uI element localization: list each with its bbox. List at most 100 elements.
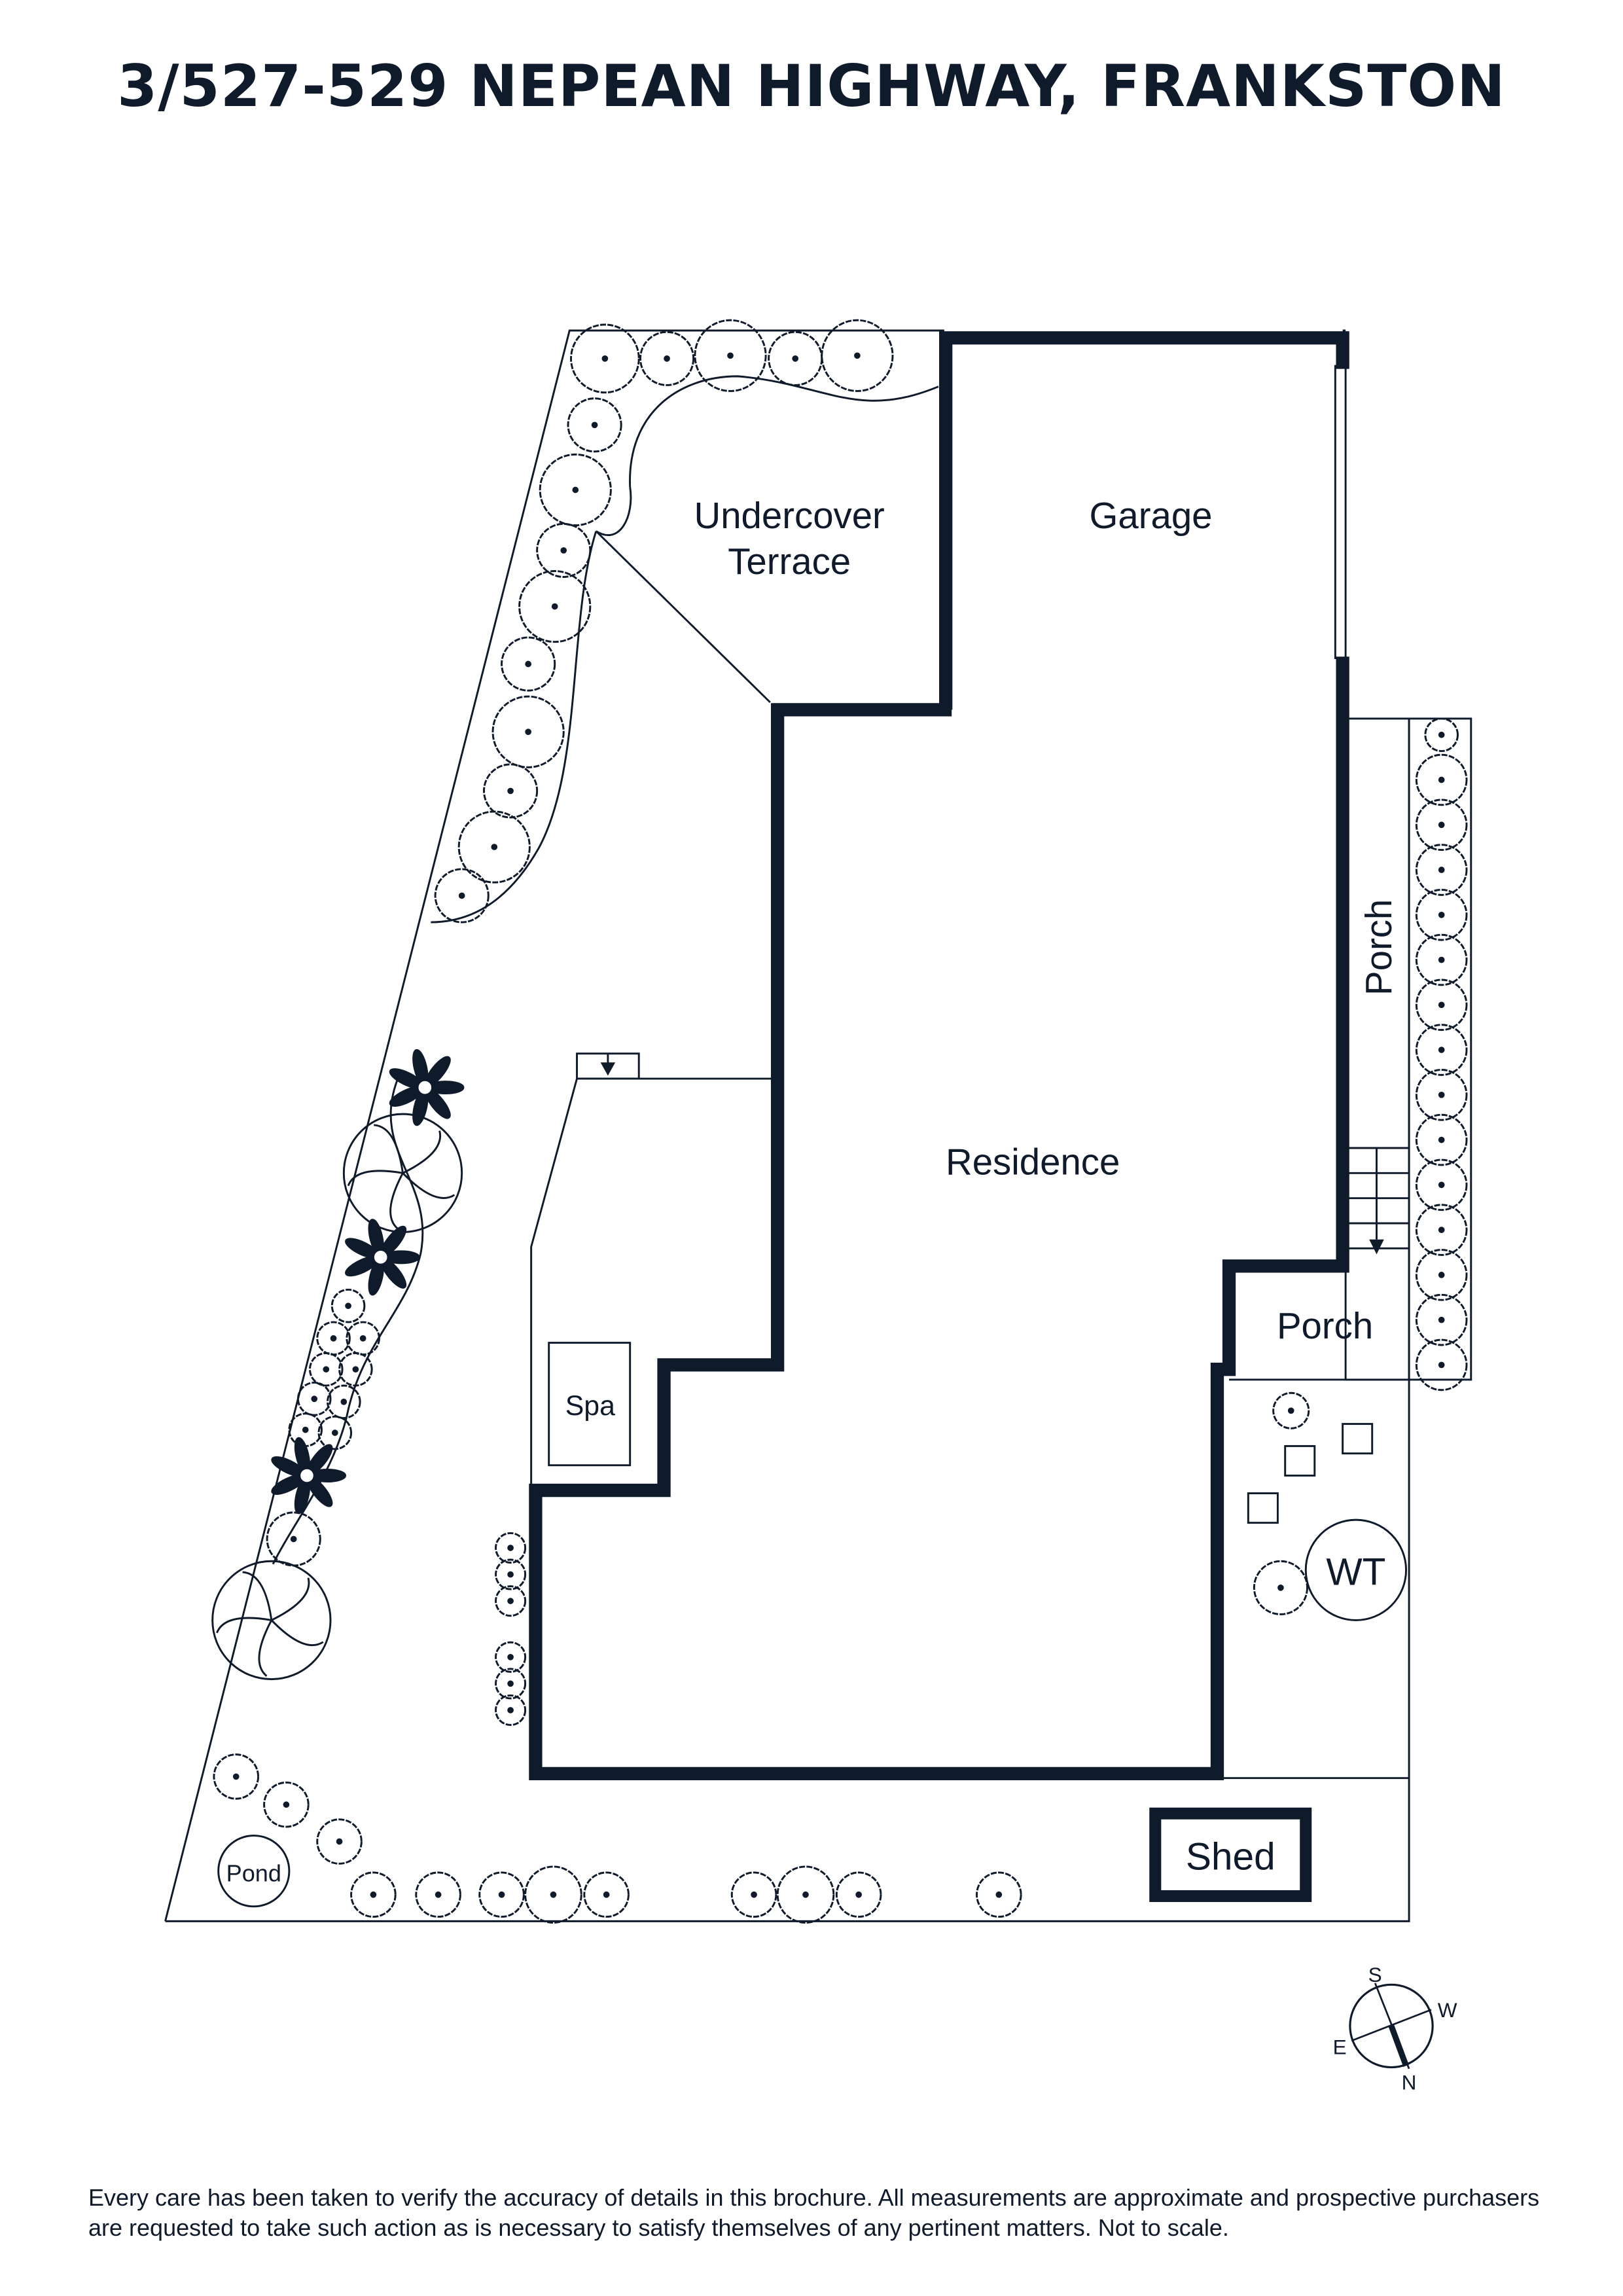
shrub-icon (1415, 798, 1468, 852)
shrub-icon (1415, 1113, 1468, 1166)
tree-branch (347, 1170, 403, 1187)
shrub-centre (727, 352, 734, 359)
lot-boundary (164, 329, 1410, 1922)
shrub-icon (483, 763, 539, 819)
shrub-centre (1438, 956, 1445, 963)
shrub-centre (525, 660, 531, 668)
tree-branch (242, 1571, 273, 1621)
shrub-centre (601, 355, 609, 362)
shrub-centre (1277, 1584, 1284, 1591)
shrub-centre (340, 1398, 348, 1405)
shrub-icon (457, 810, 531, 884)
shrub-centre (550, 1891, 557, 1898)
arrow-icon (600, 1062, 616, 1076)
shrub-centre (1438, 1047, 1445, 1053)
shrub-icon (1415, 1338, 1468, 1391)
shrub-centre (1438, 1001, 1445, 1009)
deck-outline (530, 1077, 778, 1491)
shrub-centre (792, 355, 799, 362)
garden-bed-left (431, 486, 632, 924)
shrub-centre (591, 422, 598, 429)
shrub-icon (1253, 1560, 1308, 1615)
room-label-terrace: Terrace (728, 541, 851, 582)
shrub-centre (336, 1838, 343, 1845)
shrub-centre (1438, 776, 1445, 783)
shrub-centre (1438, 1136, 1445, 1143)
tree-icon (211, 1560, 332, 1681)
shrub-centre (572, 486, 579, 493)
shrub-centre (1438, 1181, 1445, 1189)
shrub-icon (350, 1871, 397, 1918)
shrub-icon (495, 1694, 527, 1726)
shrub-centre (507, 1598, 514, 1604)
shrub-centre (311, 1395, 318, 1403)
water-tank (1304, 1518, 1408, 1621)
palm-centre (416, 1079, 434, 1096)
room-label-porch-side: Porch (1358, 899, 1399, 996)
shrub-centre (507, 787, 514, 795)
shrub-icon (1415, 888, 1468, 941)
planter (1342, 1423, 1374, 1455)
building-walls (529, 331, 1349, 1781)
shrub-centre (458, 892, 465, 899)
palm-centre (298, 1467, 315, 1484)
side-porch (1344, 717, 1410, 1381)
shrub-centre (1438, 1227, 1445, 1233)
room-label-porch-front: Porch (1277, 1305, 1373, 1346)
shrub-icon (694, 319, 767, 392)
shrub-centre (507, 1571, 514, 1578)
shrub-centre (1438, 867, 1445, 873)
shrub-icon (501, 636, 556, 692)
planter (1284, 1444, 1316, 1477)
label-pond: Pond (226, 1859, 281, 1886)
shrub-centre (525, 728, 531, 736)
tree-branch (271, 1577, 310, 1621)
shrub-centre (1287, 1407, 1294, 1414)
shrub-centre (359, 1335, 366, 1342)
tree-branch (402, 1130, 442, 1174)
label-shed: Shed (1186, 1835, 1275, 1878)
shrub-centre (435, 1891, 442, 1898)
shrub-centre (331, 1429, 338, 1436)
shrub-centre (1438, 731, 1445, 738)
shrub-icon (821, 319, 894, 392)
pond (217, 1835, 291, 1908)
palm-centre (372, 1249, 389, 1266)
compass-e: E (1333, 2035, 1347, 2058)
garden-bed-top (629, 375, 939, 488)
shrub-centre (1438, 911, 1445, 918)
shrub-centre (345, 1302, 351, 1310)
shrub-icon (1415, 1293, 1468, 1346)
shrub-icon (316, 1818, 363, 1865)
shrub-icon (330, 1288, 366, 1323)
shrub-centre (995, 1891, 1003, 1898)
shrub-icon (213, 1753, 260, 1800)
shrub-icon (1415, 1024, 1468, 1076)
shrub-icon (327, 1384, 361, 1420)
shrub-icon (1415, 978, 1468, 1031)
tree-branch (258, 1619, 273, 1677)
disclaimer: Every care has been taken to verify the … (88, 2184, 1540, 2241)
room-label-terrace: Undercover (694, 495, 885, 536)
shrub-icon (317, 1415, 353, 1450)
shrub-centre (330, 1335, 337, 1342)
tree-branch (374, 1124, 404, 1174)
shrub-centre (507, 1680, 514, 1687)
shrub-icon (309, 1352, 344, 1387)
shrub-centre (1438, 821, 1445, 829)
shrub-centre (551, 603, 558, 610)
shrub-icon (495, 1585, 527, 1617)
label-water-tank: WT (1326, 1551, 1385, 1593)
spa (548, 1342, 632, 1467)
shrub-centre (302, 1426, 309, 1433)
shrub-icon (570, 323, 640, 394)
shrub-icon (478, 1871, 525, 1918)
shrub-centre (560, 547, 567, 554)
shrub-icon (539, 453, 612, 527)
shrub-icon (495, 1668, 527, 1700)
shrub-centre (1438, 1091, 1445, 1098)
shrub-centre (507, 1545, 514, 1551)
shrub-icon (1415, 1204, 1468, 1256)
shrub-icon (518, 570, 592, 643)
